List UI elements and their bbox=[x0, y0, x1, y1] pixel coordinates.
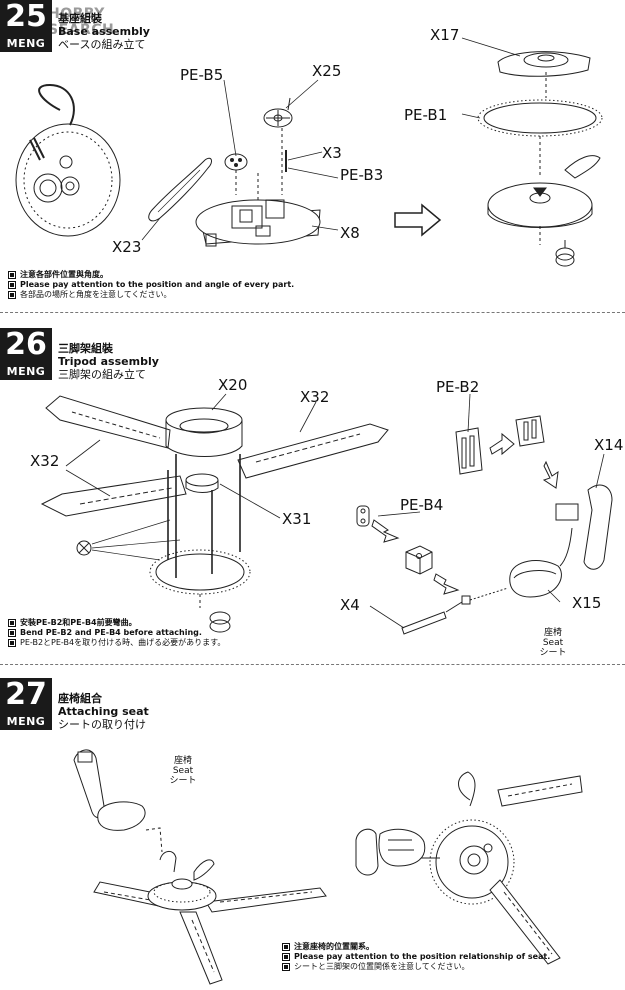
step-27-notes: 注意座椅的位置關系。 Please pay attention to the p… bbox=[282, 942, 550, 972]
label-x4: X4 bbox=[340, 596, 360, 614]
title-jp: シートの取り付け bbox=[58, 718, 146, 731]
step-25-notes: 注意各部件位置與角度。 Please pay attention to the … bbox=[8, 270, 294, 300]
label-seat-27: 座椅 Seat シート bbox=[168, 756, 198, 786]
label-x32-right: X32 bbox=[300, 388, 330, 406]
title-jp: 三脚架の組み立て bbox=[58, 368, 146, 381]
note-line: シートと三脚架の位置関係を注意してください。 bbox=[282, 962, 550, 972]
section-divider bbox=[0, 664, 625, 665]
title-cn: 座椅組合 bbox=[58, 692, 102, 705]
label-pe-b1: PE-B1 bbox=[404, 106, 448, 124]
title-cn: 基座組裝 bbox=[58, 12, 102, 25]
note-line: 各部品の場所と角度を注意してください。 bbox=[8, 290, 294, 300]
step-number: 26 bbox=[5, 327, 47, 362]
note-line: PE-B2とPE-B4を取り付ける時、曲げる必要があります。 bbox=[8, 638, 225, 648]
label-x20: X20 bbox=[218, 376, 248, 394]
note-line: Please pay attention to the position and… bbox=[8, 280, 294, 290]
seat-label-cn: 座椅 bbox=[543, 628, 562, 638]
seat-label-en: Seat bbox=[542, 638, 564, 648]
brand-label: MENG bbox=[6, 37, 46, 50]
note-bullet-icon bbox=[8, 281, 16, 289]
label-x23: X23 bbox=[112, 238, 142, 256]
watermark: HOBBY SEARCH bbox=[4, 2, 174, 38]
label-x8: X8 bbox=[340, 224, 360, 242]
step-26-notes: 安裝PE-B2和PE-B4前要彎曲。 Bend PE-B2 and PE-B4 … bbox=[8, 618, 225, 648]
step-number: 27 bbox=[5, 677, 47, 712]
step-number: 25 bbox=[5, 0, 47, 34]
title-en: Tripod assembly bbox=[58, 355, 159, 368]
note-bullet-icon bbox=[282, 953, 290, 961]
note-bullet-icon bbox=[8, 629, 16, 637]
step-25-illustration bbox=[15, 37, 603, 267]
label-x31: X31 bbox=[282, 510, 312, 528]
note-bullet-icon bbox=[8, 619, 16, 627]
label-x14: X14 bbox=[594, 436, 624, 454]
brand-label: MENG bbox=[6, 365, 46, 378]
step-26-title: 三脚架組裝 Tripod assembly 三脚架の組み立て bbox=[58, 342, 159, 381]
note-bullet-icon bbox=[8, 271, 16, 279]
label-pe-b2: PE-B2 bbox=[436, 378, 480, 396]
note-line: 安裝PE-B2和PE-B4前要彎曲。 bbox=[8, 618, 225, 628]
label-pe-b4: PE-B4 bbox=[400, 496, 444, 514]
label-seat: 座椅 Seat シート bbox=[538, 628, 568, 658]
base-disc-left bbox=[15, 123, 121, 237]
note-line: 注意各部件位置與角度。 bbox=[8, 270, 294, 280]
seat-label-jp: シート bbox=[539, 648, 567, 658]
step-27-title: 座椅組合 Attaching seat シートの取り付け bbox=[58, 692, 149, 731]
brand-label: MENG bbox=[6, 715, 46, 728]
label-x17: X17 bbox=[430, 26, 460, 44]
step-25-title: 基座組裝 Base assembly ベースの組み立て bbox=[58, 12, 150, 51]
title-en: Base assembly bbox=[58, 25, 150, 38]
step-26-badge: 26 MENG bbox=[0, 328, 52, 380]
section-divider bbox=[0, 312, 625, 313]
note-bullet-icon bbox=[282, 963, 290, 971]
note-line: Please pay attention to the position rel… bbox=[282, 952, 550, 962]
step-27-badge: 27 MENG bbox=[0, 678, 52, 730]
title-cn: 三脚架組裝 bbox=[58, 342, 113, 355]
label-x15: X15 bbox=[572, 594, 602, 612]
note-line: 注意座椅的位置關系。 bbox=[282, 942, 550, 952]
watermark-text: HOBBY SEARCH bbox=[48, 6, 115, 38]
title-jp: ベースの組み立て bbox=[58, 38, 146, 51]
label-pe-b5: PE-B5 bbox=[180, 66, 224, 84]
label-x3: X3 bbox=[322, 144, 342, 162]
seat-label-cn: 座椅 bbox=[173, 756, 192, 766]
note-line: Bend PE-B2 and PE-B4 before attaching. bbox=[8, 628, 225, 638]
note-bullet-icon bbox=[8, 639, 16, 647]
step-25-badge: 25 MENG bbox=[0, 0, 52, 52]
seat-label-en: Seat bbox=[172, 766, 194, 776]
title-en: Attaching seat bbox=[58, 705, 149, 718]
label-x25: X25 bbox=[312, 62, 342, 80]
label-x32-left: X32 bbox=[30, 452, 60, 470]
note-bullet-icon bbox=[282, 943, 290, 951]
label-pe-b3: PE-B3 bbox=[340, 166, 384, 184]
seat-label-jp: シート bbox=[169, 776, 197, 786]
note-bullet-icon bbox=[8, 291, 16, 299]
